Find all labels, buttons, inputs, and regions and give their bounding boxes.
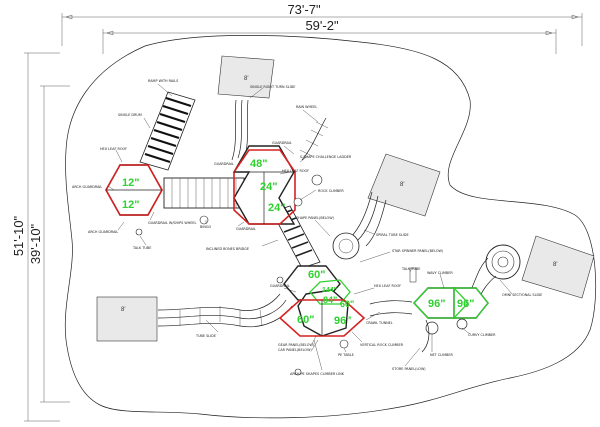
deck-left: 12" 12": [105, 164, 163, 216]
deck-height-mid-right: 24": [260, 181, 277, 193]
label-rock-climber: ROCK CLIMBER: [318, 189, 344, 193]
label-star-spinner-panel: STAR SPINNER PANEL(BELOW): [392, 249, 444, 253]
deck-height-left-top: 12": [122, 177, 139, 189]
overall-depth-label: 51'-10": [11, 215, 26, 256]
label-car-panel: CAR PANEL(BELOW): [278, 348, 312, 352]
deck-height-center-small-top: 144": [322, 287, 337, 294]
omni-sectional-slide: [469, 244, 521, 301]
deck-height-center-top: 60": [308, 269, 325, 281]
label-guardrail-mid: GUARDRAIL: [214, 162, 234, 166]
label-curvy-climber: CURVY CLIMBER: [468, 333, 496, 337]
label-arch-guardrail-2: ARCH GUARDRAIL: [88, 230, 118, 234]
label-hex-leaf-roof-left: HEX LEAF ROOF: [100, 147, 127, 151]
label-vertical-rock-climber: VERTICAL ROCK CLIMBER: [360, 343, 404, 347]
label-talk-tube-left: TALK TUBE: [132, 246, 151, 250]
label-talk-tube-right: TALK TUBE: [401, 267, 420, 271]
inner-depth-label: 39'-10": [28, 223, 43, 264]
label-s-shape-ladder: S-SHAPE CHALLENGE LADDER: [300, 155, 352, 159]
label-bingo: BINGO: [200, 225, 211, 229]
safety-zone-outline: [64, 35, 597, 419]
label-guardrail-top: GUARDRAIL: [272, 141, 292, 145]
label-store-panel: STORE PANEL(LOW): [392, 367, 426, 371]
deck-mid: 48" 24" 24": [232, 145, 296, 225]
label-single-right-turn-slide: SINGLE RIGHT TURN SLIDE: [250, 85, 295, 89]
label-gear-panel: GEAR PANEL(BELOW): [278, 343, 315, 347]
label-wavy-climber: WAVY CLIMBER: [427, 271, 453, 275]
label-arch-pe-shapes-link: ARCH PE SHAPES CLIMBER LINK: [290, 372, 345, 376]
deck-height-center-right: 60": [340, 299, 354, 309]
use-zone-top: 8': [217, 55, 275, 99]
overall-width-label: 73'-7": [287, 2, 321, 17]
label-hex-leaf-roof-center: HEX LEAF ROOF: [374, 284, 401, 288]
deck-height-mid-top: 48": [250, 158, 267, 170]
use-zone-right: 8': [521, 235, 595, 299]
deck-height-center-small-mid: 84": [323, 295, 337, 305]
label-leaders: [107, 83, 513, 371]
label-tube-slide: TUBE SLIDE: [195, 334, 216, 338]
use-zone-right-mid: 8': [367, 153, 441, 217]
label-guardrail-w-wheel: GUARDRAIL W/SHIPS WHEEL: [148, 221, 197, 225]
inner-width-label: 59'-2": [305, 18, 339, 33]
ramp-with-rails: [139, 91, 196, 171]
label-rain-wheel: RAIN WHEEL: [296, 105, 317, 109]
deck-height-left-bottom: 12": [122, 199, 139, 211]
label-ramp-with-rails: RAMP WITH RAILS: [148, 79, 178, 83]
deck-height-center-bottom: 96": [334, 315, 351, 327]
label-shape-panel: SHAPE PANEL(BELOW): [296, 216, 335, 220]
svg-text:8': 8': [121, 307, 125, 313]
small-components: [135, 174, 468, 376]
label-guardrail-center: GUARDRAIL: [270, 284, 290, 288]
tube-slide: [157, 293, 293, 328]
label-guardrail-low: GUARDRAIL: [236, 227, 256, 231]
dimension-lines: [24, 13, 583, 422]
label-spiral-tube-slide: SPIRAL TUBE SLIDE: [376, 233, 409, 237]
label-arch-guardrail: ARCH GUARDRAIL: [72, 185, 102, 189]
label-hex-leaf-roof-right: HEX LEAF ROOF: [282, 169, 309, 173]
label-crawl-tunnel: CRAWL TUNNEL: [366, 321, 393, 325]
crawl-tunnel: [369, 300, 413, 317]
label-pe-table: PE TABLE: [338, 353, 354, 357]
label-net-climber: NET CLIMBER: [430, 353, 453, 357]
flat-bridge: [163, 177, 245, 209]
svg-text:8': 8': [400, 182, 404, 188]
svg-text:8': 8': [553, 262, 557, 268]
svg-text:8': 8': [244, 76, 248, 82]
deck-height-mid-bottom: 24": [268, 202, 285, 214]
label-omni-sectional-slide: OMNI SECTIONAL SLIDE: [502, 293, 542, 297]
s-shape-challenge-ladder: [299, 117, 329, 161]
deck-center: 60" 144" 84" 60" 60" 96": [278, 265, 366, 337]
deck-height-center-left: 60": [297, 314, 314, 326]
use-zone-left: 8': [96, 296, 158, 342]
component-labels: RAMP WITH RAILS SINGLE DRUM SINGLE RIGHT…: [72, 79, 542, 376]
label-single-drum: SINGLE DRUM: [118, 113, 142, 117]
spiral-tube-slide: [332, 191, 387, 260]
deck-height-right-left: 96": [428, 298, 445, 310]
label-inclined-bones-bridge: INCLINED BONES BRIDGE: [206, 247, 249, 251]
deck-height-right-right: 96": [457, 298, 474, 310]
deck-right: 96" 96": [413, 287, 489, 319]
